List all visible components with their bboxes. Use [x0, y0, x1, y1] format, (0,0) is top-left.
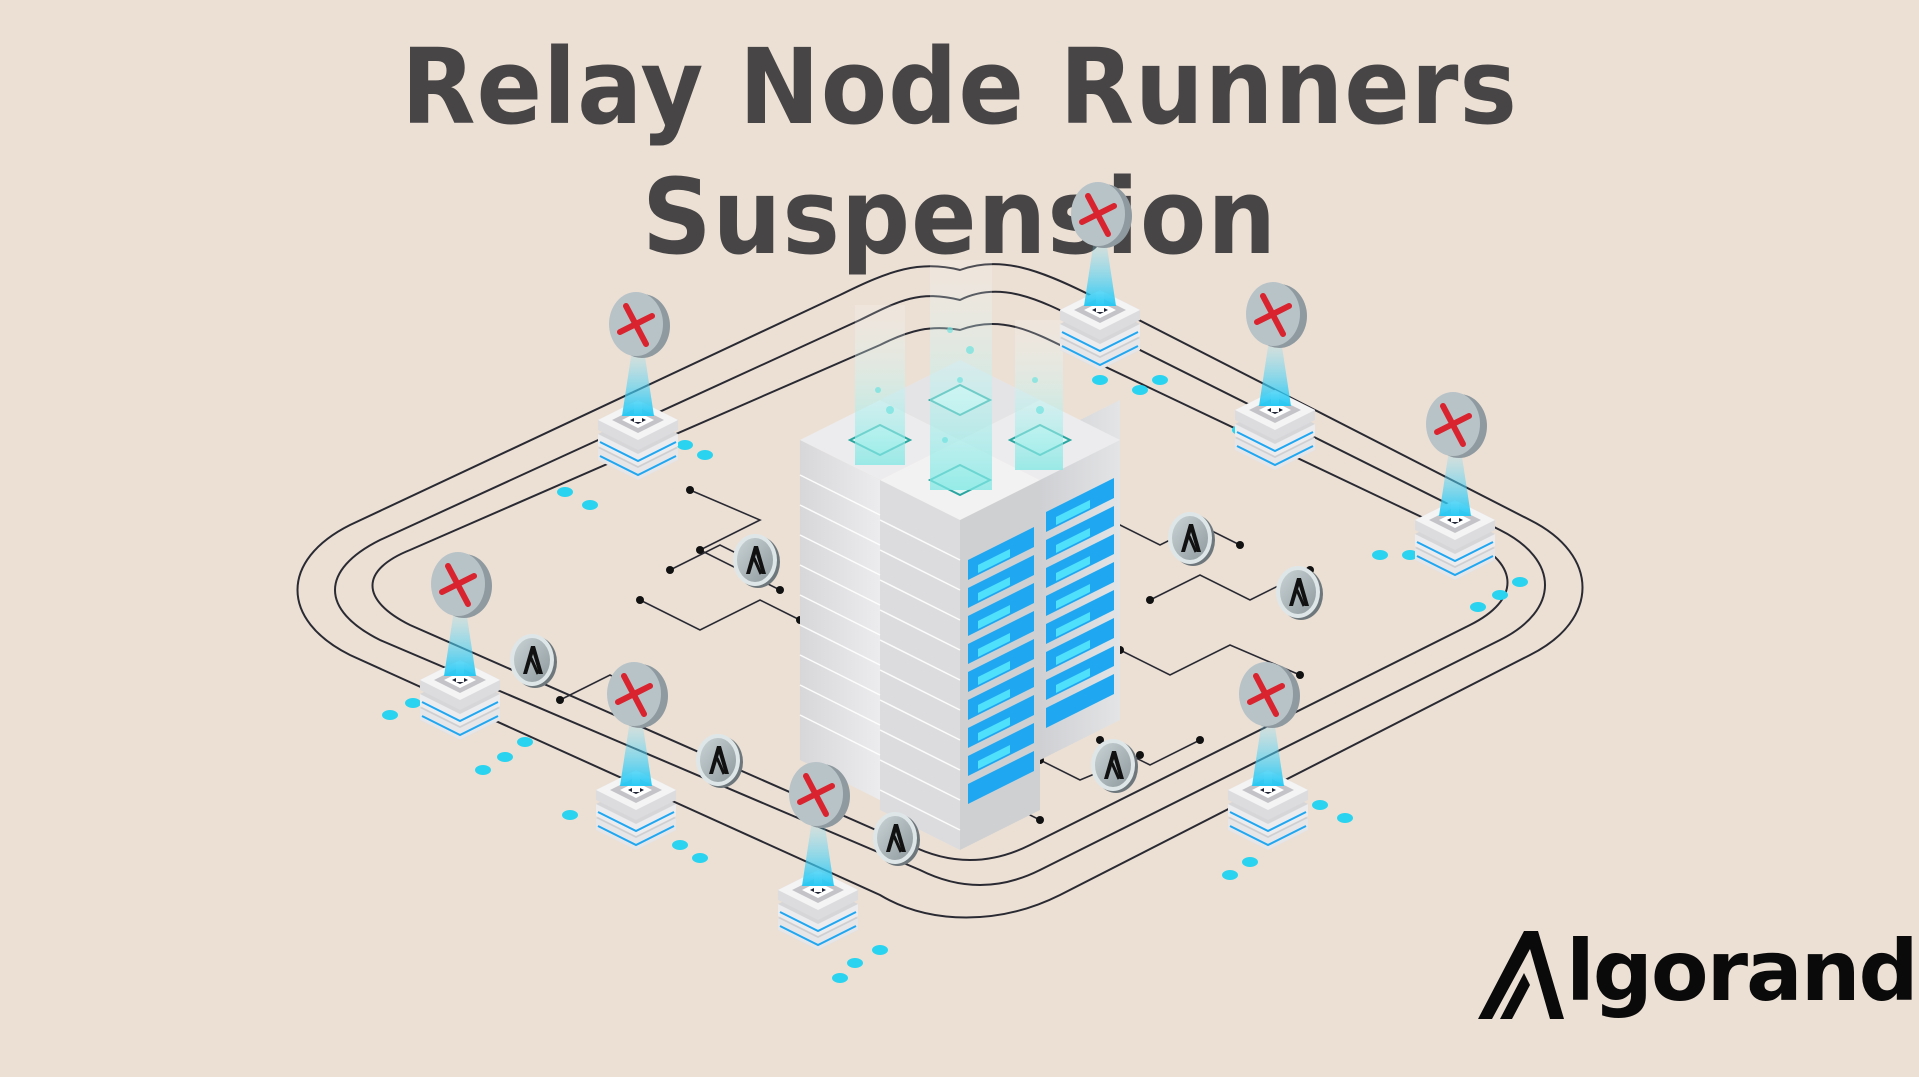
central-server-cluster — [799, 260, 1120, 850]
relay-node-1 — [597, 292, 679, 481]
relay-node-7 — [777, 762, 859, 951]
relay-node-5 — [419, 552, 501, 741]
brand-name: lgorand — [1566, 922, 1919, 1020]
relay-node-2 — [1059, 182, 1141, 371]
relay-node-8 — [1227, 662, 1309, 851]
algorand-logo: lgorand — [1478, 920, 1919, 1030]
data-light-columns — [855, 260, 1063, 490]
relay-node-6 — [595, 662, 677, 851]
relay-node-4 — [1414, 392, 1496, 581]
page-title: Relay Node Runners Suspension — [401, 26, 1518, 278]
algorand-logo-icon — [1478, 931, 1564, 1019]
server-units — [968, 478, 1114, 804]
